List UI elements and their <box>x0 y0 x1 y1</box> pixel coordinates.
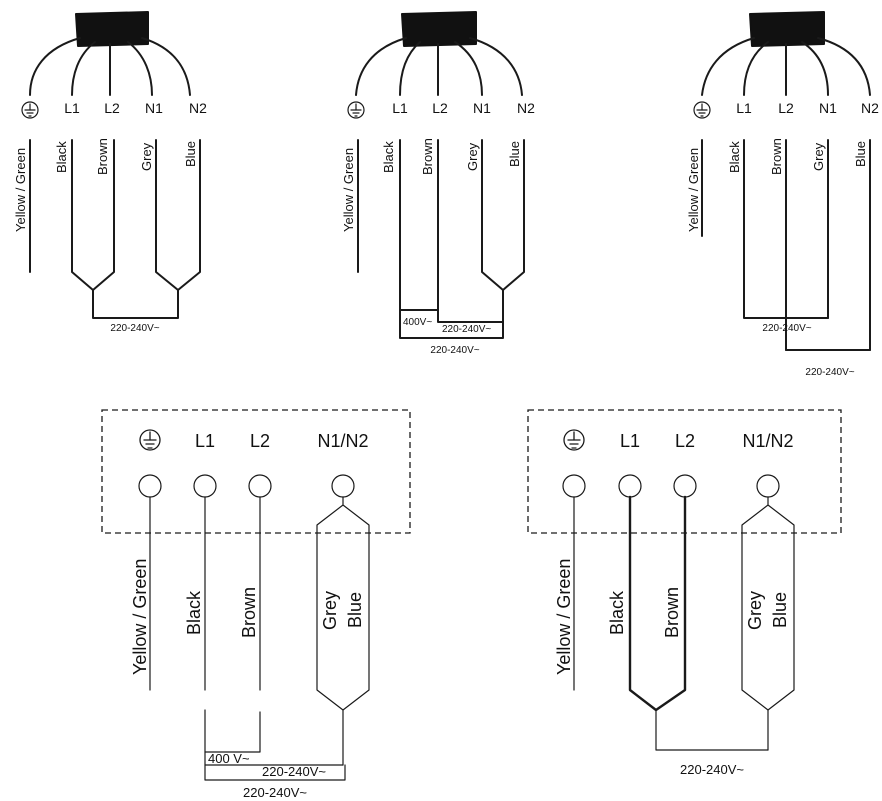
wire-label-black: Black <box>727 141 742 173</box>
voltage-label: 220-240V~ <box>110 323 159 334</box>
top-diagram-3 <box>701 11 871 351</box>
wire-label-grey: Grey <box>465 142 480 171</box>
wire-label-brown: Brown <box>239 587 259 638</box>
wire-label-grey: Grey <box>139 142 154 171</box>
terminal-label: N2 <box>861 100 879 116</box>
voltage-label-400: 400 V~ <box>208 751 250 766</box>
terminal-label: L2 <box>675 431 695 451</box>
wire-label-blue: Blue <box>183 141 198 167</box>
terminal-screw <box>618 474 642 498</box>
terminal-label: N1/N2 <box>317 431 368 451</box>
terminal-label: L2 <box>432 100 448 116</box>
bottom-diagram-1 <box>101 409 411 781</box>
terminal-block <box>101 409 411 534</box>
wire-label-black: Black <box>607 590 627 635</box>
terminal-label: N1 <box>473 100 491 116</box>
terminal-screw <box>138 474 162 498</box>
wire-label-blue: Blue <box>507 141 522 167</box>
terminal-label: N1 <box>819 100 837 116</box>
voltage-label: 220-240V~ <box>262 764 326 779</box>
wire-label-black: Black <box>54 141 69 173</box>
voltage-label: 220-240V~ <box>805 367 854 378</box>
wire-label-yellow-green: Yellow / Green <box>130 559 150 675</box>
terminal-label: L1 <box>64 100 80 116</box>
wire-label-black: Black <box>381 141 396 173</box>
voltage-label: 220-240V~ <box>762 323 811 334</box>
terminal-screw <box>193 474 217 498</box>
wire-label-grey: Grey <box>320 591 340 630</box>
wire-label-brown: Brown <box>662 587 682 638</box>
wire-label-yellow-green: Yellow / Green <box>13 148 28 232</box>
terminal-label: L2 <box>250 431 270 451</box>
wire-label-blue: Blue <box>853 141 868 167</box>
top-diagram-1 <box>29 11 201 319</box>
terminal-screw <box>562 474 586 498</box>
terminal-label: N2 <box>189 100 207 116</box>
earth-icon <box>139 429 161 451</box>
wire-label-grey: Grey <box>745 591 765 630</box>
earth-icon <box>693 101 711 119</box>
wire-label-yellow-green: Yellow / Green <box>686 148 701 232</box>
wire-label-brown: Brown <box>420 138 435 175</box>
wire-label-blue: Blue <box>770 592 790 628</box>
cable-grommet <box>75 11 149 47</box>
terminal-label: L2 <box>778 100 794 116</box>
voltage-label: 220-240V~ <box>680 762 744 777</box>
terminal-label: L1 <box>736 100 752 116</box>
terminal-label: N2 <box>517 100 535 116</box>
wire-label-brown: Brown <box>95 138 110 175</box>
wire-label-blue: Blue <box>345 592 365 628</box>
terminal-label: L1 <box>195 431 215 451</box>
cable-grommet <box>749 11 825 47</box>
top-diagram-2 <box>355 11 525 339</box>
terminal-label: N1 <box>145 100 163 116</box>
voltage-label: 220-240V~ <box>442 324 491 335</box>
terminal-screw <box>248 474 272 498</box>
terminal-label: L2 <box>104 100 120 116</box>
earth-icon <box>563 429 585 451</box>
cable-grommet <box>401 11 477 47</box>
bottom-diagram-2 <box>527 409 842 751</box>
terminal-screw <box>756 474 780 498</box>
wire-label-brown: Brown <box>769 138 784 175</box>
wire-label-yellow-green: Yellow / Green <box>341 148 356 232</box>
wire-label-yellow-green: Yellow / Green <box>554 559 574 675</box>
terminal-screw <box>331 474 355 498</box>
terminal-label: L1 <box>392 100 408 116</box>
voltage-label: 220-240V~ <box>243 785 307 800</box>
voltage-label-400: 400V~ <box>403 317 432 328</box>
earth-icon <box>21 101 39 119</box>
voltage-label: 220-240V~ <box>430 345 479 356</box>
terminal-label: N1/N2 <box>742 431 793 451</box>
terminal-label: L1 <box>620 431 640 451</box>
terminal-screw <box>673 474 697 498</box>
wire-label-black: Black <box>184 590 204 635</box>
earth-icon <box>347 101 365 119</box>
wire-label-grey: Grey <box>811 142 826 171</box>
